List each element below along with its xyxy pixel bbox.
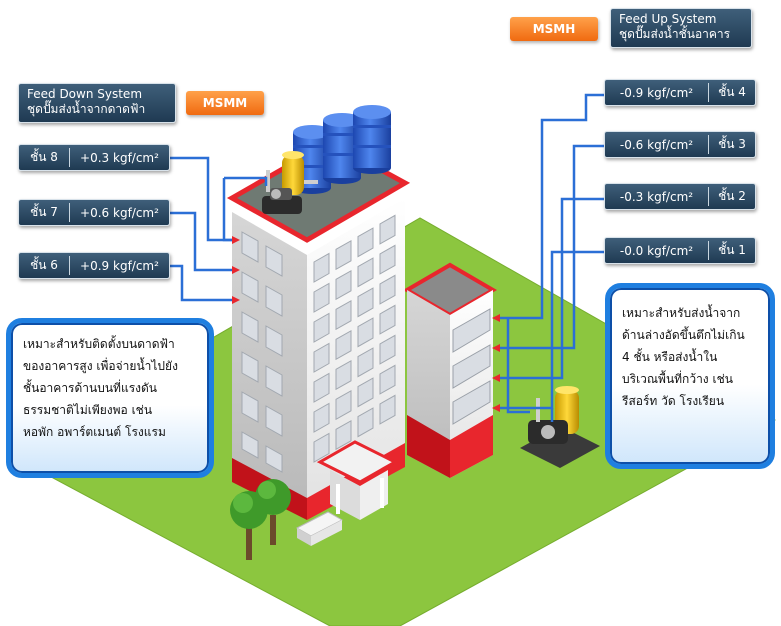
feed-down-title-en: Feed Down System	[27, 87, 143, 101]
tower-window	[335, 359, 352, 391]
trees	[230, 479, 291, 560]
inlet-arrows	[232, 236, 500, 412]
entrance-canopy	[316, 440, 399, 520]
floor-label: ชั้น 6	[30, 258, 58, 272]
pressure-value: +0.6 kgf/cm²	[80, 205, 159, 220]
tower-window	[313, 432, 330, 463]
tower-window	[313, 282, 330, 313]
feed-up-row-floor-2: -0.3 kgf/cm² ชั้น 2	[604, 183, 756, 210]
feed-up-description: เหมาะสำหรับส่งน้ำจาก ด้านล่างอัดขึ้นตึกไ…	[605, 283, 775, 469]
pressure-value: -0.9 kgf/cm²	[619, 85, 694, 100]
feed-up-row-floor-1: -0.0 kgf/cm² ชั้น 1	[604, 237, 756, 264]
tower-window	[379, 364, 396, 395]
pressure-value: -0.3 kgf/cm²	[619, 189, 694, 204]
feed-up-title-en: Feed Up System	[619, 12, 717, 26]
msmm-model-tag: MSMM	[186, 91, 264, 115]
water-pipes	[170, 93, 604, 422]
floor-label: ชั้น 8	[30, 150, 58, 164]
tower-window	[313, 312, 330, 343]
description-line: ธรรมชาติไม่เพียงพอ เช่น	[23, 403, 153, 417]
description-line: รีสอร์ท วัด โรงเรียน	[622, 394, 725, 408]
feed-up-title: Feed Up System ชุดปั๊มส่งน้ำชั้นอาคาร	[610, 8, 752, 48]
annex-building	[403, 262, 497, 478]
description-line: 4 ชั้น หรือส่งน้ำใน	[622, 350, 718, 364]
description-line: หอพัก อพาร์ตเมนต์ โรงแรม	[23, 425, 166, 439]
tower-window	[357, 377, 374, 408]
tower-window	[335, 329, 352, 361]
ground-pump-msmh	[520, 386, 600, 468]
pressure-value: -0.0 kgf/cm²	[619, 243, 694, 258]
tower-window	[313, 342, 330, 373]
tower-window	[313, 252, 330, 283]
tower-window	[357, 257, 374, 288]
tower-window	[357, 287, 374, 318]
tower-window	[357, 317, 374, 348]
feed-down-description: เหมาะสำหรับติดตั้งบนดาดฟ้า ของอาคารสูง เ…	[6, 318, 214, 478]
feed-up-row-floor-3: -0.6 kgf/cm² ชั้น 3	[604, 131, 756, 158]
description-line: บริเวณพื้นที่กว้าง เช่น	[622, 372, 733, 386]
feed-up-title-th: ชุดปั๊มส่งน้ำชั้นอาคาร	[619, 27, 731, 41]
tower-window	[379, 244, 396, 275]
tower-window	[357, 347, 374, 378]
tower-window	[335, 389, 352, 421]
description-line: เหมาะสำหรับติดตั้งบนดาดฟ้า	[23, 337, 175, 351]
description-line: เหมาะสำหรับส่งน้ำจาก	[622, 306, 741, 320]
tower-window	[335, 299, 352, 331]
description-line: ด้านล่างอัดขึ้นตึกไม่เกิน	[622, 328, 745, 342]
tower-window	[379, 274, 396, 305]
tower-window	[335, 239, 352, 271]
tower-window	[313, 372, 330, 403]
rooftop-pump-msmm	[262, 151, 318, 214]
feed-down-row-floor-7: ชั้น 7 +0.6 kgf/cm²	[18, 199, 170, 226]
floor-label: ชั้น 4	[718, 85, 746, 99]
tower-window	[379, 334, 396, 365]
feed-down-title-th: ชุดปั๊มส่งน้ำจากดาดฟ้า	[27, 102, 146, 116]
floor-label: ชั้น 3	[718, 137, 746, 151]
tower-window	[313, 402, 330, 433]
feed-down-row-floor-6: ชั้น 6 +0.9 kgf/cm²	[18, 252, 170, 279]
floor-label: ชั้น 7	[30, 205, 58, 219]
tower-window	[379, 394, 396, 425]
tower-window	[357, 407, 374, 438]
bench	[295, 511, 344, 546]
pressure-value: +0.9 kgf/cm²	[80, 258, 159, 273]
description-line: ของอาคารสูง เพื่อจ่ายน้ำไปยัง	[23, 359, 178, 373]
feed-down-title: Feed Down System ชุดปั๊มส่งน้ำจากดาดฟ้า	[18, 83, 176, 123]
feed-up-row-floor-4: -0.9 kgf/cm² ชั้น 4	[604, 79, 756, 106]
tower-window	[335, 269, 352, 301]
feed-down-row-floor-8: ชั้น 8 +0.3 kgf/cm²	[18, 144, 170, 171]
tower-window	[379, 304, 396, 335]
pressure-value: +0.3 kgf/cm²	[80, 150, 159, 165]
tower-window	[379, 214, 396, 245]
description-line: ชั้นอาคารด้านบนที่แรงดัน	[23, 381, 158, 395]
tower-window	[335, 419, 352, 451]
floor-label: ชั้น 1	[718, 243, 746, 257]
msmh-model-tag: MSMH	[510, 17, 598, 41]
tower-window	[357, 227, 374, 258]
pressure-value: -0.6 kgf/cm²	[619, 137, 694, 152]
floor-label: ชั้น 2	[718, 189, 746, 203]
